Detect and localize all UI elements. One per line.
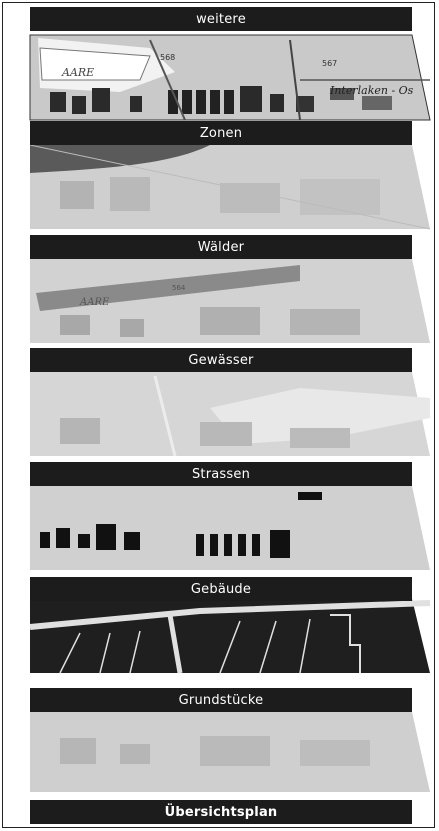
map-sheet-gewaesser	[30, 372, 430, 457]
layer-label-waelder: Wälder	[30, 235, 412, 259]
layer-label-uebersichtsplan: Übersichtsplan	[30, 800, 412, 824]
layer-weitere: AARE 568 567 Interlaken - Os weitere	[0, 0, 439, 145]
layer-strassen: Strassen	[0, 462, 439, 582]
map-sheet-grundstuecke	[30, 712, 430, 792]
map-label-aare-2: AARE	[79, 297, 110, 308]
layer-label-zonen: Zonen	[30, 121, 412, 145]
layer-gewaesser: Gewässer	[0, 348, 439, 468]
layer-label-strassen: Strassen	[30, 462, 412, 486]
map-label-elevation-564: 564	[172, 284, 186, 292]
map-label-elevation-568: 568	[160, 53, 175, 62]
map-label-aare: AARE	[61, 66, 94, 79]
layer-label-weitere: weitere	[30, 7, 412, 31]
layer-label-gewaesser: Gewässer	[30, 348, 412, 372]
map-sheet-gebaeude	[29, 599, 431, 674]
map-sheet-strassen	[30, 486, 430, 570]
layer-gebaeude: Gebäude	[0, 575, 439, 675]
layer-zonen: Zonen	[0, 121, 439, 241]
layer-grundstuecke: Grundstücke	[0, 688, 439, 798]
layer-waelder: AARE 564 Wälder	[0, 235, 439, 355]
map-label-elevation-567: 567	[322, 59, 337, 68]
map-label-interlaken: Interlaken - Os	[329, 84, 414, 97]
layer-label-grundstuecke: Grundstücke	[30, 688, 412, 712]
layer-uebersichtsplan: Übersichtsplan	[0, 790, 439, 831]
map-sheet-waelder: AARE 564	[30, 259, 430, 343]
layer-label-gebaeude: Gebäude	[30, 577, 412, 601]
map-sheet-full: AARE 568 567 Interlaken - Os	[29, 34, 431, 121]
map-sheet-zonen	[29, 144, 431, 230]
